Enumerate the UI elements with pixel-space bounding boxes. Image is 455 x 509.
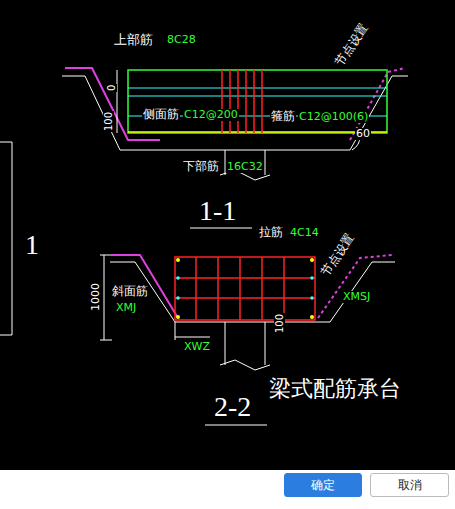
dialog-button: 确定: [284, 473, 362, 497]
drawing-label: 8C28: [166, 34, 197, 46]
drawing-label: 斜面筋: [111, 285, 149, 298]
drawing-label: 100: [274, 313, 285, 334]
dialog-button: 取消: [370, 473, 449, 497]
drawing-label: C12@200: [183, 109, 239, 121]
drawing-label: 1000: [90, 282, 102, 312]
drawing-label: 1-1: [198, 196, 237, 227]
drawing-label: 节点设置: [332, 21, 371, 70]
drawing-label: 0: [106, 84, 117, 92]
drawing-label: 2-2: [213, 392, 252, 423]
drawing-label: 节点设置: [318, 231, 357, 280]
drawing-label: 下部筋: [182, 160, 220, 173]
drawing-label: 1: [24, 230, 40, 261]
drawing-label: 60: [355, 128, 371, 140]
button-text: 取消: [398, 477, 422, 494]
drawing-label: C12@100(6): [298, 111, 369, 123]
drawing-label: XMJ: [115, 302, 137, 314]
drawing-label: 箍筋: [270, 110, 296, 123]
drawing-label: XMSJ: [342, 291, 371, 303]
drawing-label: XWZ: [183, 341, 211, 353]
drawing-title: 梁式配筋承台: [268, 377, 402, 401]
button-text: 确定: [311, 477, 335, 494]
drawing-label: 拉筋: [258, 226, 284, 239]
drawing-label: 4C14: [289, 227, 320, 239]
drawing-label: 100: [103, 111, 114, 132]
drawing-label: 侧面筋: [142, 108, 180, 121]
drawing-label: 16C32: [226, 161, 264, 173]
drawing-label: 上部筋: [113, 33, 154, 47]
